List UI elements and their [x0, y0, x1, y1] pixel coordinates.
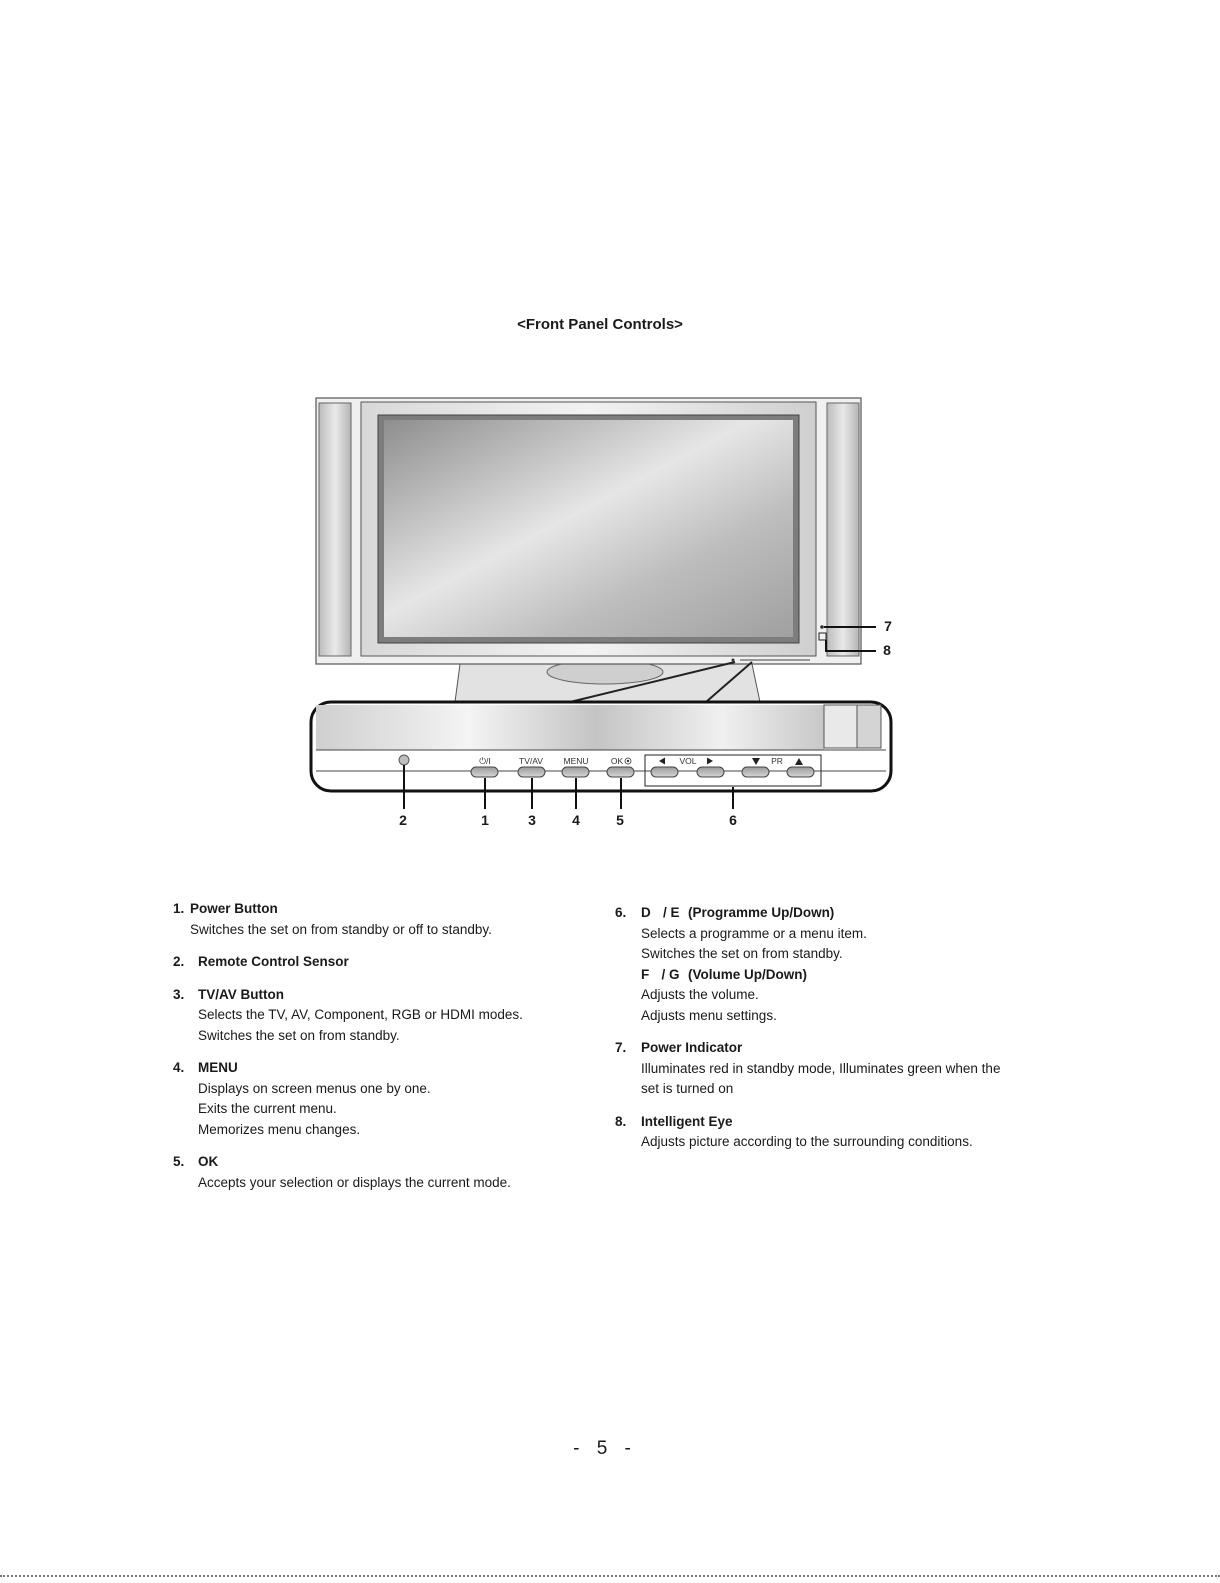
- callout-3: 3: [528, 812, 536, 828]
- callout-7: 7: [884, 618, 892, 634]
- callout-lines: [403, 626, 876, 809]
- vol-pr-group: [644, 754, 822, 787]
- controls-list-right: 6. D / E (Programme Up/Down) Selects a p…: [615, 903, 1055, 1165]
- callout-4: 4: [572, 812, 580, 828]
- vol-up-icon: [707, 757, 713, 765]
- item-title: Power Indicator: [641, 1040, 743, 1055]
- list-item: 6. D / E (Programme Up/Down) Selects a p…: [615, 903, 1055, 1026]
- item-desc: Memorizes menu changes.: [198, 1121, 361, 1137]
- item-subtitle: F / G (Volume Up/Down): [641, 966, 808, 982]
- callout-1: 1: [481, 812, 489, 828]
- callout-2: 2: [399, 812, 407, 828]
- tvav-label: TV/AV: [519, 756, 543, 766]
- pr-up-button[interactable]: [786, 766, 815, 778]
- control-strip-enlarged: ⏻/I TV/AV MENU OK VOL PR: [309, 700, 893, 793]
- list-item: 7. Power Indicator Illuminates red in st…: [615, 1038, 1055, 1100]
- item-title: TV/AV Button: [198, 986, 284, 1002]
- list-item: 3. TV/AV Button Selects the TV, AV, Comp…: [173, 985, 603, 1047]
- page-title: <Front Panel Controls>: [517, 316, 683, 333]
- item-desc: Exits the current menu.: [198, 1101, 337, 1116]
- item-desc: Adjusts the volume.: [641, 987, 759, 1002]
- list-item: 8. Intelligent Eye Adjusts picture accor…: [615, 1112, 1055, 1153]
- item-title: D / E (Programme Up/Down): [641, 905, 835, 920]
- menu-button[interactable]: [561, 766, 590, 778]
- pr-down-icon: [752, 758, 760, 765]
- item-number: 2.: [173, 954, 185, 969]
- item-title: Intelligent Eye: [641, 1113, 733, 1129]
- item-number: 4.: [173, 1060, 185, 1075]
- left-speaker: [318, 402, 352, 657]
- item-desc: set is turned on: [641, 1081, 734, 1096]
- menu-label: MENU: [563, 756, 588, 766]
- vol-up-button[interactable]: [696, 766, 725, 778]
- right-speaker: [826, 402, 860, 657]
- controls-list-left: 1. Power Button Switches the set on from…: [173, 899, 603, 1205]
- callout-6: 6: [729, 812, 737, 828]
- item-desc: Accepts your selection or displays the c…: [198, 1174, 511, 1190]
- front-panel-diagram: ⏻/I TV/AV MENU OK VOL PR 2 1 3: [309, 397, 893, 828]
- ok-icon: [624, 757, 632, 765]
- callout-5: 5: [616, 812, 624, 828]
- item-desc: Switches the set on from standby.: [641, 946, 843, 961]
- vol-down-symbol: F: [641, 966, 651, 982]
- item-number: 7.: [615, 1040, 627, 1055]
- item-desc: Selects a programme or a menu item.: [641, 925, 867, 941]
- item-number: 5.: [173, 1154, 185, 1169]
- item-number: 6.: [615, 905, 627, 920]
- pr-down-button[interactable]: [741, 766, 770, 778]
- item-title: Power Button: [190, 901, 278, 916]
- item-desc: Adjusts menu settings.: [641, 1007, 777, 1023]
- list-item: 1. Power Button Switches the set on from…: [173, 899, 603, 940]
- item-title: Remote Control Sensor: [198, 954, 349, 969]
- list-item: 2. Remote Control Sensor: [173, 952, 603, 973]
- callout-8: 8: [883, 642, 891, 658]
- vol-label: VOL: [679, 756, 696, 766]
- page-number: - 5 -: [573, 1438, 637, 1459]
- ok-label: OK: [611, 756, 624, 766]
- vol-up-symbol: G: [669, 966, 681, 982]
- item-desc: Displays on screen menus one by one.: [198, 1080, 431, 1096]
- item-title: MENU: [198, 1060, 238, 1075]
- vol-down-icon: [659, 757, 665, 765]
- item-number: 8.: [615, 1113, 627, 1129]
- item-desc: Switches the set on from standby.: [198, 1027, 400, 1043]
- ok-button[interactable]: [606, 766, 635, 778]
- tv-screen: [384, 420, 793, 637]
- item-desc: Adjusts picture according to the surroun…: [641, 1134, 973, 1149]
- pr-label: PR: [771, 756, 783, 766]
- item-number: 1.: [173, 901, 185, 916]
- item-desc: Illuminates red in standby mode, Illumin…: [641, 1060, 1001, 1076]
- list-item: 5. OK Accepts your selection or displays…: [173, 1152, 603, 1193]
- bottom-dotted-rule: [0, 1575, 1220, 1577]
- power-button[interactable]: [470, 766, 499, 778]
- tv-set: [315, 397, 862, 665]
- power-label: ⏻/I: [479, 756, 490, 766]
- power-indicator-led: [820, 625, 824, 629]
- item-desc: Switches the set on from standby or off …: [190, 921, 492, 937]
- item-number: 3.: [173, 986, 185, 1002]
- pr-down-symbol: D: [641, 905, 652, 920]
- pr-up-symbol: E: [670, 905, 681, 920]
- remote-sensor: [398, 754, 410, 766]
- item-desc: Selects the TV, AV, Component, RGB or HD…: [198, 1007, 523, 1022]
- pr-up-icon: [795, 758, 803, 765]
- mini-button-row: [731, 658, 810, 662]
- item-title: OK: [198, 1154, 219, 1169]
- tvav-button[interactable]: [517, 766, 546, 778]
- list-item: 4. MENU Displays on screen menus one by …: [173, 1058, 603, 1140]
- intelligent-eye-sensor: [818, 632, 827, 641]
- vol-down-button[interactable]: [650, 766, 679, 778]
